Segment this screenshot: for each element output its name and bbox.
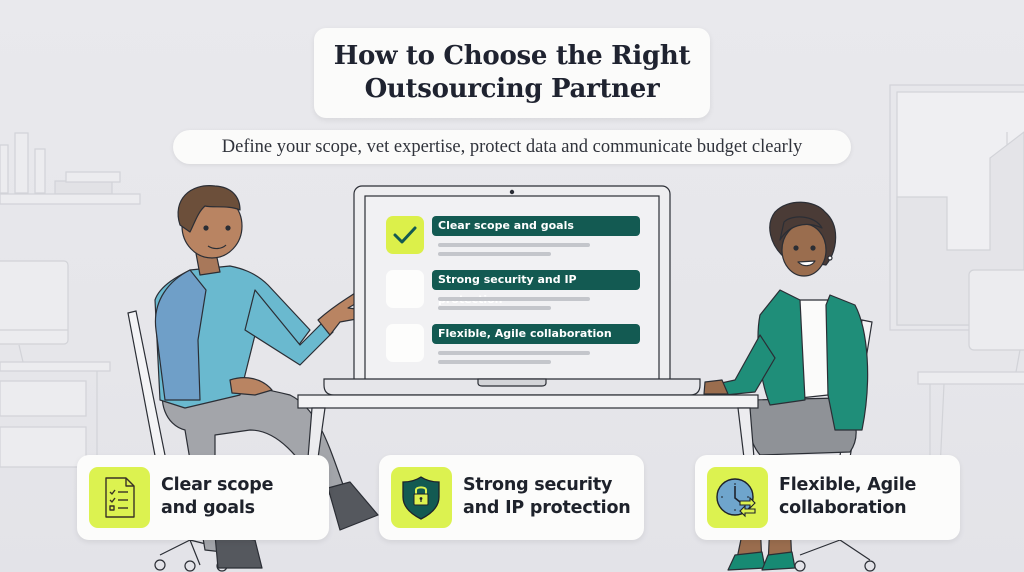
wall-shelf: [0, 193, 141, 205]
icon-tile: [707, 467, 768, 528]
man-shoe: [327, 481, 379, 531]
feature-card-line: Strong security: [463, 475, 613, 495]
subtitle-text: Define your scope, vet expertise, protec…: [221, 136, 803, 157]
feature-card-security: Strong security and IP protection: [379, 455, 644, 540]
woman-hand: [703, 379, 729, 395]
checklist-item-label: Clear scope and goals: [432, 216, 640, 236]
checkbox-unchecked[interactable]: [386, 324, 424, 362]
page-title-line-1: How to Choose the Right: [333, 41, 691, 71]
placeholder-line: [438, 360, 551, 364]
checklist-item-label: Strong security and IP protection: [432, 270, 640, 306]
feature-card-line: collaboration: [779, 498, 907, 518]
feature-card-text: Strong security and IP protection: [463, 474, 631, 520]
subtitle-pill: Define your scope, vet expertise, protec…: [173, 130, 851, 164]
page-title-card: How to Choose the Right Outsourcing Part…: [314, 28, 710, 118]
icon-tile: [391, 467, 452, 528]
feature-card-line: and IP protection: [463, 498, 631, 518]
placeholder-line: [438, 351, 590, 355]
man-hair: [177, 185, 241, 233]
feature-card-scope: Clear scope and goals: [77, 455, 329, 540]
feature-card-line: Clear scope: [161, 475, 274, 495]
feature-card-line: Flexible, Agile: [779, 475, 917, 495]
background-monitor: [0, 260, 69, 345]
feature-card-text: Clear scope and goals: [161, 474, 273, 520]
background-desk: [0, 361, 111, 372]
page-title-line-2: Outsourcing Partner: [364, 74, 660, 104]
icon-tile: [89, 467, 150, 528]
checkbox-checked[interactable]: [386, 216, 424, 254]
shield-lock-icon: [402, 476, 440, 520]
checklist-document-icon: [105, 477, 135, 518]
checklist-item-label: Flexible, Agile collaboration: [432, 324, 640, 344]
feature-card-collaboration: Flexible, Agile collaboration: [695, 455, 960, 540]
background-desk-right: [917, 371, 1024, 385]
background-monitor-right: [968, 269, 1024, 351]
book-icon: [14, 132, 29, 194]
placeholder-line: [438, 297, 590, 301]
placeholder-line: [438, 243, 590, 247]
placeholder-line: [438, 306, 551, 310]
desk-top: [297, 394, 759, 409]
clock-exchange-icon: [716, 478, 756, 518]
book-icon: [0, 144, 9, 194]
feature-card-text: Flexible, Agile collaboration: [779, 474, 916, 520]
feature-card-line: and goals: [161, 498, 255, 518]
checkbox-unchecked[interactable]: [386, 270, 424, 308]
checkmark-icon: [393, 226, 417, 244]
placeholder-line: [438, 252, 551, 256]
